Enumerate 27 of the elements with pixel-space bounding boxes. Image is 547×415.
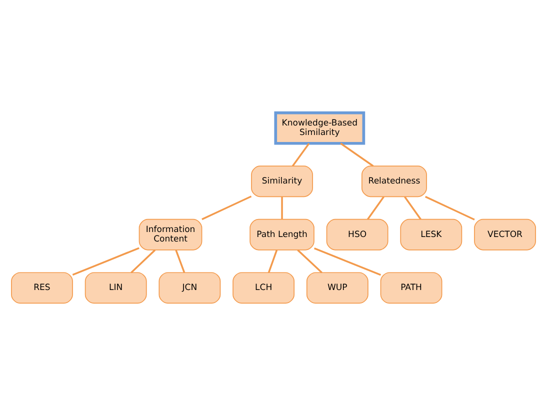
connector bbox=[202, 195, 252, 220]
connector bbox=[297, 248, 322, 273]
node-box: VECTOR bbox=[474, 218, 536, 250]
node-box: RES bbox=[11, 272, 73, 304]
node-box: PATH bbox=[380, 272, 442, 304]
node-box: Path Length bbox=[250, 218, 314, 250]
connector bbox=[130, 248, 156, 273]
connector bbox=[366, 196, 384, 220]
node-box: Information Content bbox=[138, 218, 202, 250]
node-box: LESK bbox=[400, 218, 462, 250]
node-box: HSO bbox=[326, 218, 388, 250]
connector bbox=[314, 246, 382, 276]
connector bbox=[340, 142, 374, 166]
connector bbox=[292, 142, 310, 166]
connector bbox=[404, 196, 422, 220]
connector bbox=[175, 249, 186, 272]
node-box: WUP bbox=[306, 272, 368, 304]
connector bbox=[281, 196, 283, 219]
node-box: Similarity bbox=[251, 165, 313, 197]
connector bbox=[268, 249, 278, 272]
node-box: LIN bbox=[84, 272, 147, 304]
node-box: Relatedness bbox=[362, 165, 427, 197]
node-box: LCH bbox=[232, 272, 295, 304]
node-box: Knowledge-Based Similarity bbox=[274, 110, 366, 144]
connector bbox=[425, 195, 475, 220]
node-box: JCN bbox=[158, 272, 221, 304]
connector bbox=[72, 246, 140, 276]
